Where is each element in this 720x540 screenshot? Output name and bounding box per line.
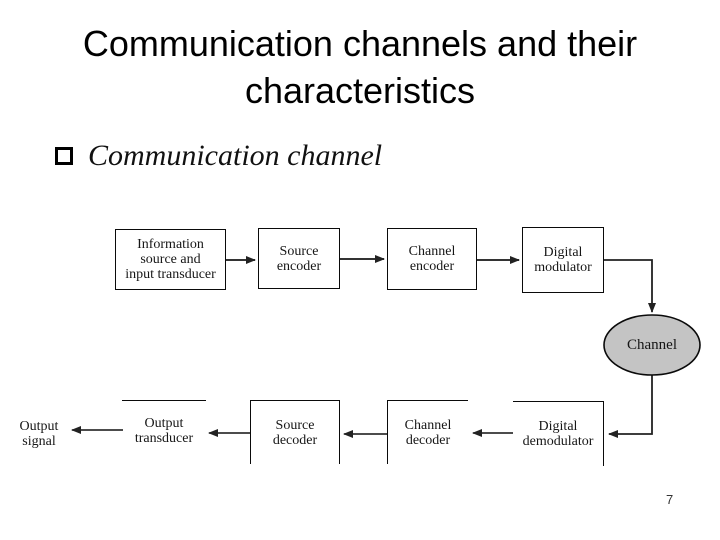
box-output-transducer: Output transducer (122, 400, 206, 460)
box-source-decoder: Source decoder (250, 400, 340, 464)
bullet-text: Communication channel (88, 139, 383, 172)
box-digital-demodulator: Digital demodulator (513, 401, 604, 466)
box-digital-modulator: Digital modulator (522, 227, 604, 293)
arrow-digital-modulator-to-channel (604, 259, 656, 313)
channel-ellipse-label: Channel (627, 336, 677, 353)
channel-ellipse (603, 314, 701, 376)
label-output-signal: Output signal (19, 419, 59, 449)
bullet-item: Communication channel (55, 138, 382, 174)
slide-title: Communication channels and their charact… (82, 23, 638, 111)
box-information-source: Information source and input transducer (115, 229, 226, 290)
page-number: 7 (666, 492, 674, 507)
box-channel-decoder: Channel decoder (387, 400, 468, 464)
square-bullet-icon (55, 147, 73, 165)
box-source-encoder: Source encoder (258, 228, 340, 289)
arrow-channel-to-digital-demodulator (608, 375, 653, 438)
box-channel-encoder: Channel encoder (387, 228, 477, 290)
